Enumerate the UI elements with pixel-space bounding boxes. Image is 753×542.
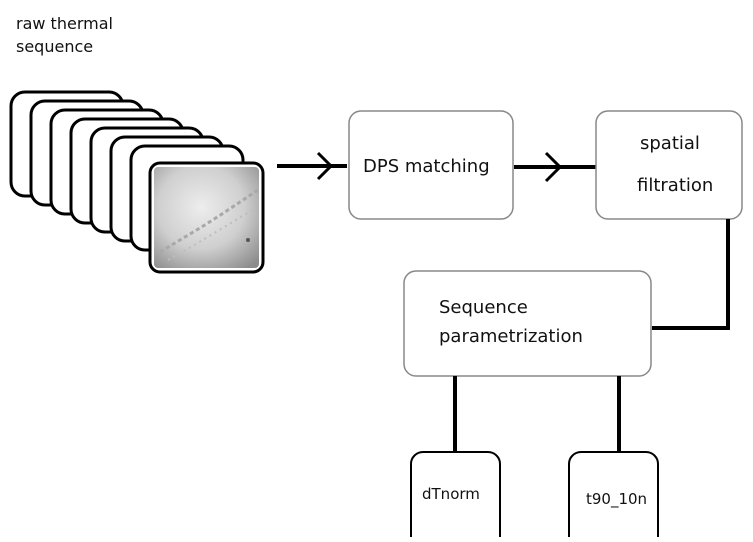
arrow-dps-to-spatial bbox=[514, 151, 596, 183]
thermal-frame-stack bbox=[9, 90, 265, 274]
spatial-filtration-label-line1: spatial bbox=[640, 133, 700, 154]
thermal-crack-trace bbox=[159, 188, 259, 254]
sequence-parametrization-box bbox=[403, 270, 652, 377]
sequence-parametrization-label-line2: parametrization bbox=[439, 326, 583, 347]
dps-matching-label: DPS matching bbox=[363, 156, 490, 177]
t90-output-box bbox=[568, 451, 659, 542]
dtnorm-output-box bbox=[410, 451, 501, 542]
thermal-image bbox=[154, 167, 259, 268]
dps-matching-box bbox=[348, 110, 514, 220]
dtnorm-output-label: dTnorm bbox=[422, 485, 480, 503]
connector-spatial-to-param bbox=[652, 219, 730, 330]
input-label-line2: sequence bbox=[16, 37, 94, 56]
spatial-filtration-label-line2: filtration bbox=[637, 175, 714, 196]
thermal-hotspot bbox=[246, 238, 250, 242]
sequence-parametrization-label-line1: Sequence bbox=[439, 297, 528, 318]
thermal-crack-trace bbox=[167, 209, 253, 261]
spatial-filtration-box bbox=[595, 110, 743, 220]
t90-output-label: t90_10n bbox=[586, 490, 648, 508]
arrow-input-to-dps bbox=[277, 151, 347, 181]
input-label-line1: raw thermal bbox=[16, 14, 113, 33]
